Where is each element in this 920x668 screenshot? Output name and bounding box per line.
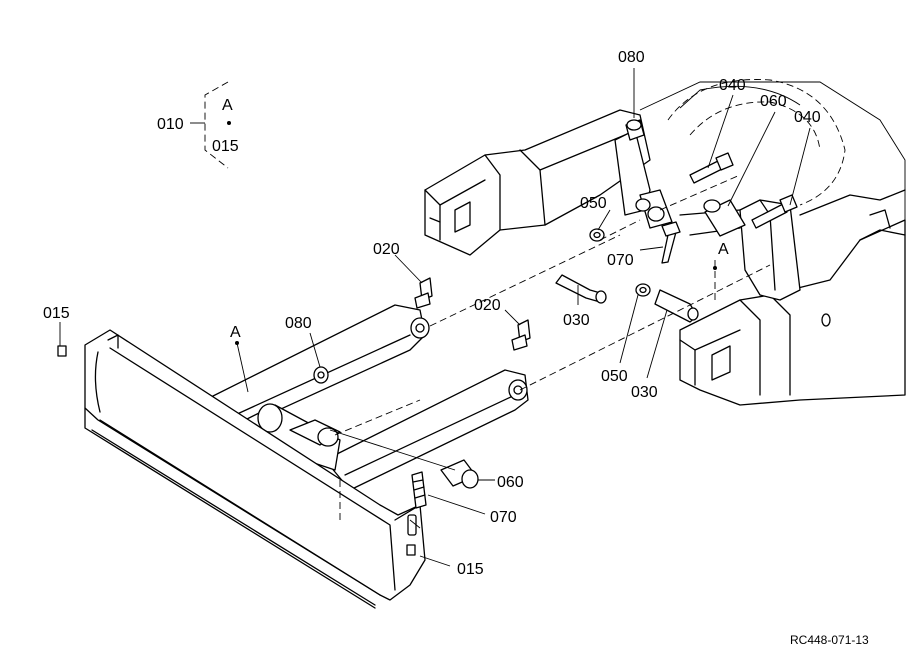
callout-050-bottom: 050 [601, 368, 628, 385]
callout-020-left: 020 [373, 241, 400, 258]
callout-015-blade: 015 [457, 561, 484, 578]
callout-030-bottom: 030 [631, 384, 658, 401]
callout-015-legend: 015 [212, 138, 239, 155]
callout-070-blade: 070 [490, 509, 517, 526]
tractor-frame [424, 79, 906, 406]
callout-labels: 080 040 060 040 050 070 A 030 050 030 02… [43, 49, 821, 578]
alignment-lines [329, 174, 771, 520]
callout-040-b: 040 [794, 109, 821, 126]
callout-010: 010 [157, 116, 184, 133]
callout-015-left: 015 [43, 305, 70, 322]
reference-code: RC448-071-13 [790, 633, 869, 647]
callout-080-top: 080 [618, 49, 645, 66]
callout-060-top: 060 [760, 93, 787, 110]
callout-030-left: 030 [563, 312, 590, 329]
callout-a-blade: A [230, 324, 241, 341]
legend-group: 010 A 015 [157, 81, 239, 169]
callout-080-blade: 080 [285, 315, 312, 332]
callout-020-right: 020 [474, 297, 501, 314]
callout-050-top: 050 [580, 195, 607, 212]
leader-lines [59, 68, 811, 567]
callout-a-frame: A [718, 241, 729, 258]
callout-070-top: 070 [607, 252, 634, 269]
callout-040-a: 040 [719, 77, 746, 94]
callout-060-blade: 060 [497, 474, 524, 491]
legend-letter-a: A [222, 97, 233, 114]
dozer-blade-assembly [57, 277, 531, 609]
frame-hardware [555, 119, 798, 323]
